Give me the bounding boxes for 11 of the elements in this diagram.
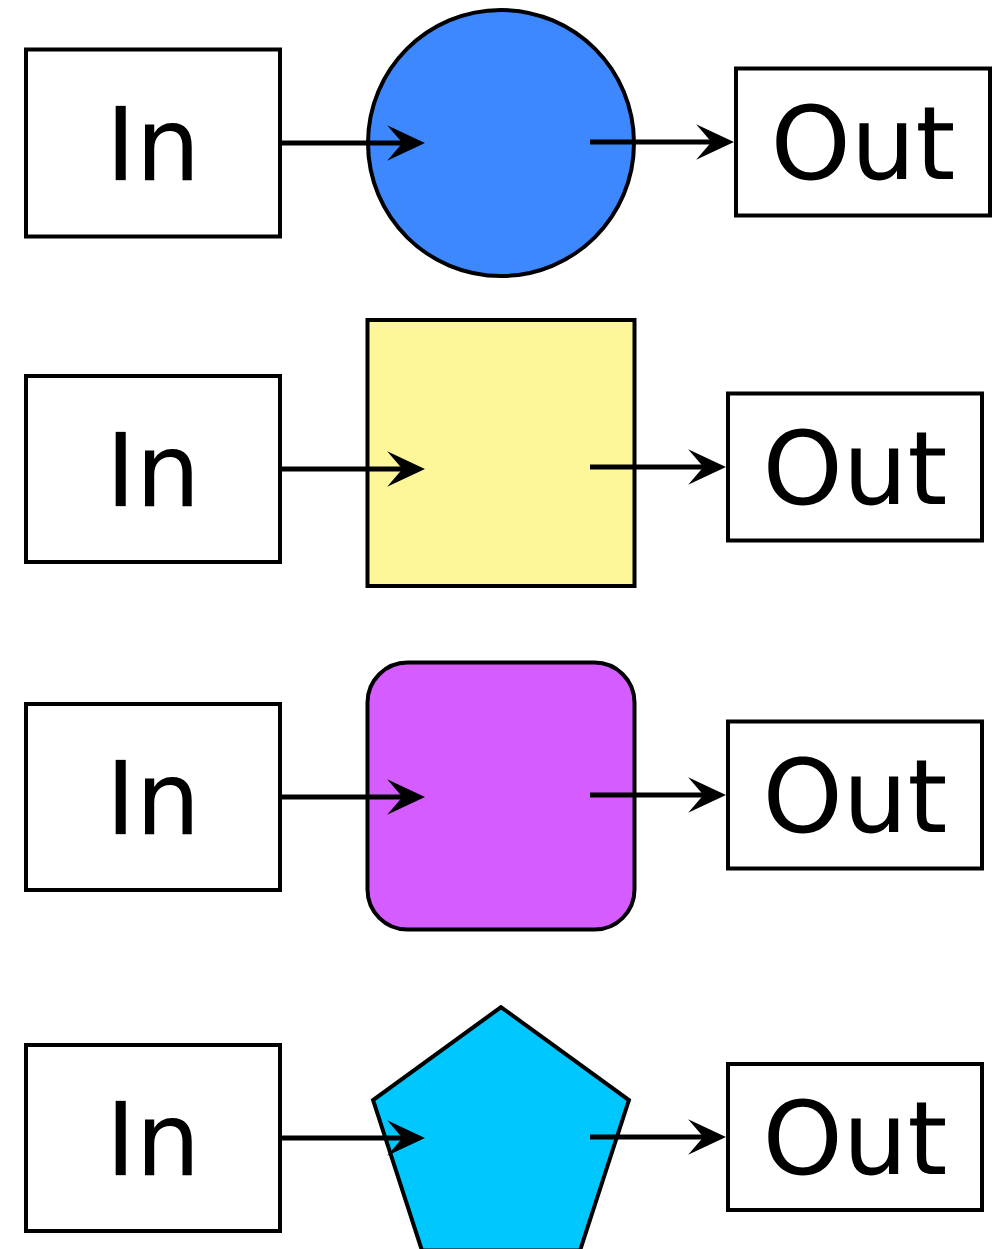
rounded-box — [365, 660, 637, 932]
square-box — [365, 318, 637, 588]
in-box: In — [24, 702, 282, 892]
in-box: In — [24, 1043, 282, 1233]
out-box: Out — [734, 66, 992, 218]
in-box: In — [24, 47, 282, 239]
out-box: Out — [726, 1062, 984, 1212]
in-box: In — [24, 374, 282, 564]
circle-shape — [366, 8, 636, 278]
out-box: Out — [726, 719, 984, 871]
out-box: Out — [726, 391, 984, 543]
